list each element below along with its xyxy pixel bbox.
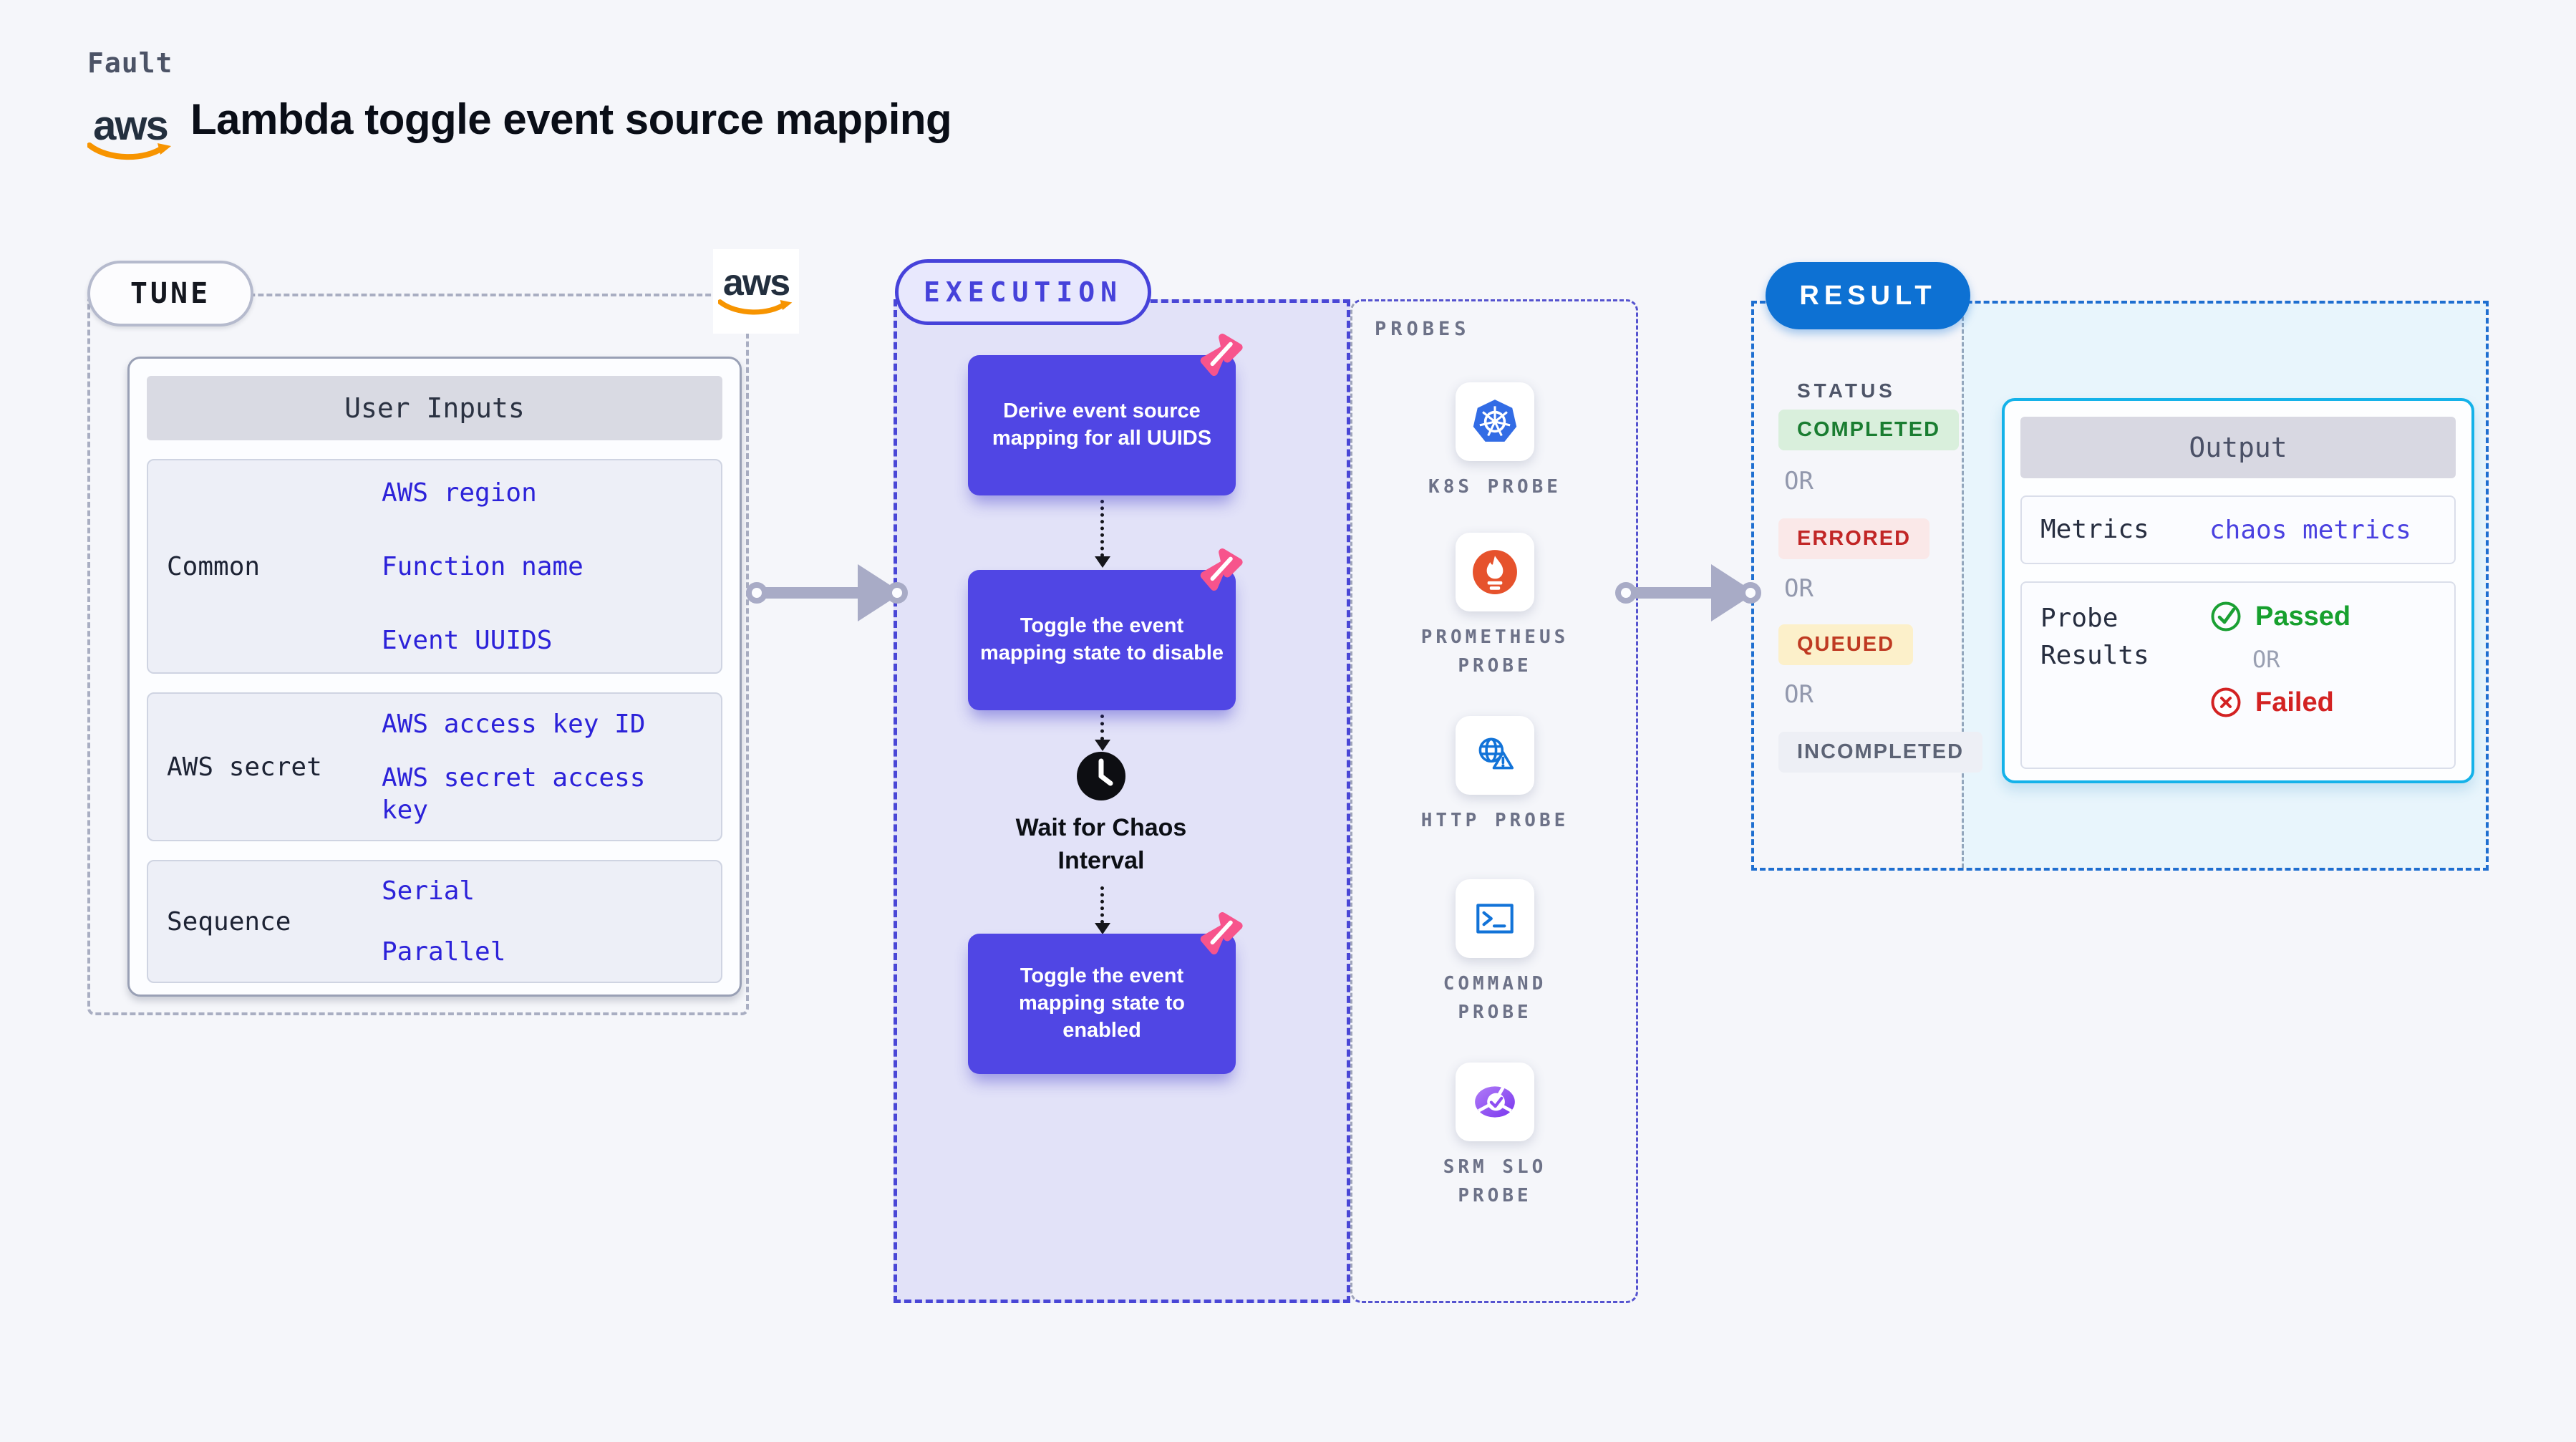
failed-label: Failed: [2255, 687, 2334, 717]
input-link[interactable]: AWS access key ID: [382, 709, 646, 739]
command-icon: [1456, 879, 1534, 958]
user-inputs-header: User Inputs: [147, 376, 722, 440]
input-link[interactable]: Function name: [382, 551, 584, 581]
input-link[interactable]: Serial: [382, 876, 475, 906]
wait-step-label: Wait for Chaos Interval: [1015, 814, 1187, 874]
status-badge: ERRORED: [1778, 518, 1930, 559]
status-title: STATUS: [1797, 379, 1896, 402]
passed-line: Passed: [2209, 600, 2350, 633]
arrow-icon: [1615, 560, 1761, 626]
user-inputs-card: User Inputs Common AWS region Function n…: [127, 357, 742, 997]
tune-section-pill: TUNE: [87, 261, 253, 326]
status-badge: QUEUED: [1778, 624, 1914, 665]
fault-icon: [1200, 548, 1243, 591]
or-separator: OR: [2252, 646, 2280, 673]
row-label: Common: [167, 551, 261, 581]
row-links: Serial Parallel: [382, 875, 702, 968]
input-link[interactable]: Parallel: [382, 937, 506, 967]
aws-smile-icon: [718, 299, 793, 315]
output-card: Output Metrics chaos metrics Probe Resul…: [2002, 398, 2474, 783]
x-circle-icon: [2211, 687, 2241, 717]
probe-label: PROMETHEUS PROBE: [1420, 626, 1569, 677]
connector-ring-icon: [886, 582, 908, 604]
step-label: Derive event source mapping for all UUID…: [992, 400, 1212, 450]
fault-type-label: Fault: [87, 47, 173, 79]
execution-step: Toggle the event mapping state to disabl…: [968, 548, 1243, 710]
aws-logo-icon: aws: [84, 102, 176, 163]
metrics-row: Metrics chaos metrics: [2020, 495, 2456, 564]
probe-results-row: Probe Results Passed OR Faile: [2020, 581, 2456, 769]
list-item: SRM SLO PROBE: [1409, 1063, 1581, 1211]
connector-ring-icon: [746, 582, 768, 604]
table-row: Sequence Serial Parallel: [147, 860, 722, 983]
flow-connector: [1095, 886, 1110, 934]
connector-ring-icon: [1615, 582, 1637, 604]
k8s-icon: [1456, 382, 1534, 461]
fault-icon: [1200, 912, 1243, 955]
output-header: Output: [2020, 417, 2456, 478]
execution-section-pill: EXECUTION: [895, 259, 1151, 325]
http-icon: [1456, 716, 1534, 795]
probe-label: SRM SLO PROBE: [1443, 1156, 1547, 1207]
prometheus-icon: [1456, 533, 1534, 611]
execution-step: Toggle the event mapping state to enable…: [968, 912, 1243, 1074]
flow-connector: [1095, 500, 1110, 568]
probe-results-values: Passed OR Failed: [2209, 600, 2350, 750]
input-link[interactable]: AWS region: [382, 478, 537, 508]
clock-icon: [1075, 750, 1127, 802]
status-badge: COMPLETED: [1778, 410, 1960, 450]
probes-title: PROBES: [1375, 318, 1471, 340]
probe-results-label: Probe Results: [2040, 604, 2149, 671]
result-section-pill: RESULT: [1766, 262, 1970, 329]
arrow-icon: [746, 560, 908, 626]
table-row: Common AWS region Function name Event UU…: [147, 459, 722, 674]
aws-target-logo-icon: aws: [713, 249, 799, 334]
failed-line: Failed: [2209, 686, 2350, 719]
row-links: AWS access key ID AWS secret access key: [382, 708, 702, 826]
row-label: AWS secret: [167, 752, 322, 782]
srm-slo-icon: [1456, 1063, 1534, 1141]
list-item: HTTP PROBE: [1409, 716, 1581, 835]
table-row: AWS secret AWS access key ID AWS secret …: [147, 692, 722, 841]
connector-bar: [1635, 587, 1713, 599]
aws-word: aws: [722, 262, 790, 304]
execution-step: Derive event source mapping for all UUID…: [968, 334, 1243, 495]
or-separator: OR: [1784, 467, 1814, 495]
probe-label: HTTP PROBE: [1420, 810, 1569, 831]
aws-word: aws: [93, 102, 169, 149]
page-title: Lambda toggle event source mapping: [190, 95, 952, 143]
input-link[interactable]: Event UUIDS: [382, 625, 553, 655]
row-links: AWS region Function name Event UUIDS: [382, 477, 702, 657]
list-item: COMMAND PROBE: [1409, 879, 1581, 1027]
chaos-metrics-link[interactable]: chaos metrics: [2209, 515, 2411, 545]
or-separator: OR: [1784, 574, 1814, 603]
connector-ring-icon: [1740, 582, 1761, 604]
status-badge: INCOMPLETED: [1778, 732, 1983, 773]
step-label: Toggle the event mapping state to enable…: [1018, 964, 1185, 1042]
aws-smile-icon: [87, 142, 171, 160]
flow-connector: [1095, 715, 1110, 751]
row-label: Sequence: [167, 906, 291, 937]
probe-label: COMMAND PROBE: [1443, 973, 1547, 1024]
list-item: PROMETHEUS PROBE: [1409, 533, 1581, 681]
tune-section: [87, 294, 749, 1015]
connector-bar: [765, 587, 859, 599]
check-circle-icon: [2211, 601, 2241, 632]
step-label: Toggle the event mapping state to disabl…: [980, 614, 1224, 664]
probe-label: K8S PROBE: [1428, 476, 1561, 498]
fault-icon: [1200, 334, 1243, 377]
probes-section: [1350, 299, 1638, 1303]
metrics-label: Metrics: [2040, 514, 2149, 544]
passed-label: Passed: [2255, 601, 2351, 632]
or-separator: OR: [1784, 680, 1814, 709]
list-item: K8S PROBE: [1409, 382, 1581, 501]
input-link[interactable]: AWS secret access key: [382, 763, 646, 825]
